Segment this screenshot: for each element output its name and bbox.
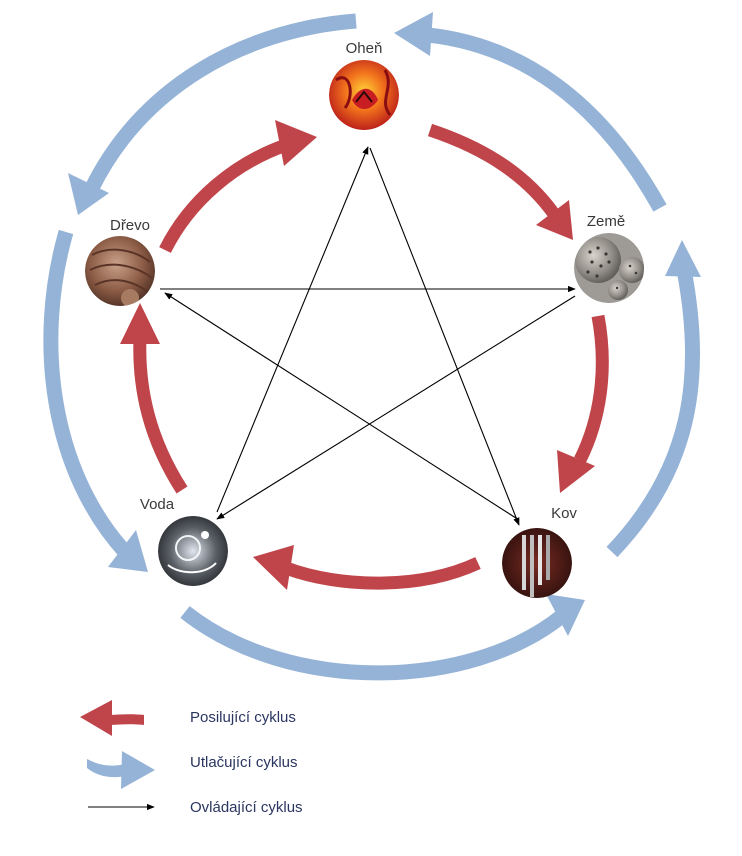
node-label-metal: Kov xyxy=(551,505,577,522)
node-earth: Země xyxy=(574,213,645,303)
control-line-water-to-fire xyxy=(217,147,368,512)
strengthening-arrow-water-to-wood xyxy=(120,303,182,490)
control-line-earth-to-water xyxy=(217,296,575,519)
node-water: Voda xyxy=(140,496,228,586)
legend: Posilující cyklus Utlačující cyklus Ovlá… xyxy=(80,700,303,816)
node-label-earth: Země xyxy=(587,213,625,230)
strengthening-arrow-earth-to-metal xyxy=(557,316,602,493)
strengthening-arrow-wood-to-fire xyxy=(165,120,317,250)
node-fire: Oheň xyxy=(329,40,399,130)
strengthening-arrow-fire-to-earth xyxy=(430,130,573,240)
legend-label-suppressing: Utlačující cyklus xyxy=(190,754,298,771)
suppressing-arrow-water-to-metal xyxy=(185,594,585,673)
node-label-wood: Dřevo xyxy=(110,217,150,234)
control-line-metal-to-wood xyxy=(165,293,519,520)
legend-label-strengthening: Posilující cyklus xyxy=(190,709,296,726)
legend-item-strengthening: Posilující cyklus xyxy=(80,700,296,736)
water-image xyxy=(158,516,228,586)
controlling-cycle xyxy=(160,147,575,525)
node-wood: Dřevo xyxy=(85,217,155,307)
node-metal: Kov xyxy=(502,505,577,598)
legend-label-controlling: Ovládající cyklus xyxy=(190,799,303,816)
strengthening-arrow-metal-to-water xyxy=(253,545,478,590)
fire-image xyxy=(329,60,399,130)
legend-item-controlling: Ovládající cyklus xyxy=(88,799,303,816)
metal-image xyxy=(502,528,572,598)
node-label-fire: Oheň xyxy=(346,40,383,57)
legend-red-arrow-icon xyxy=(80,700,144,736)
legend-blue-arrow-icon xyxy=(87,751,155,789)
legend-item-suppressing: Utlačující cyklus xyxy=(87,751,298,789)
node-label-water: Voda xyxy=(140,496,175,513)
control-line-fire-to-metal xyxy=(370,148,519,525)
wood-image xyxy=(85,236,155,307)
earth-image xyxy=(574,233,645,303)
